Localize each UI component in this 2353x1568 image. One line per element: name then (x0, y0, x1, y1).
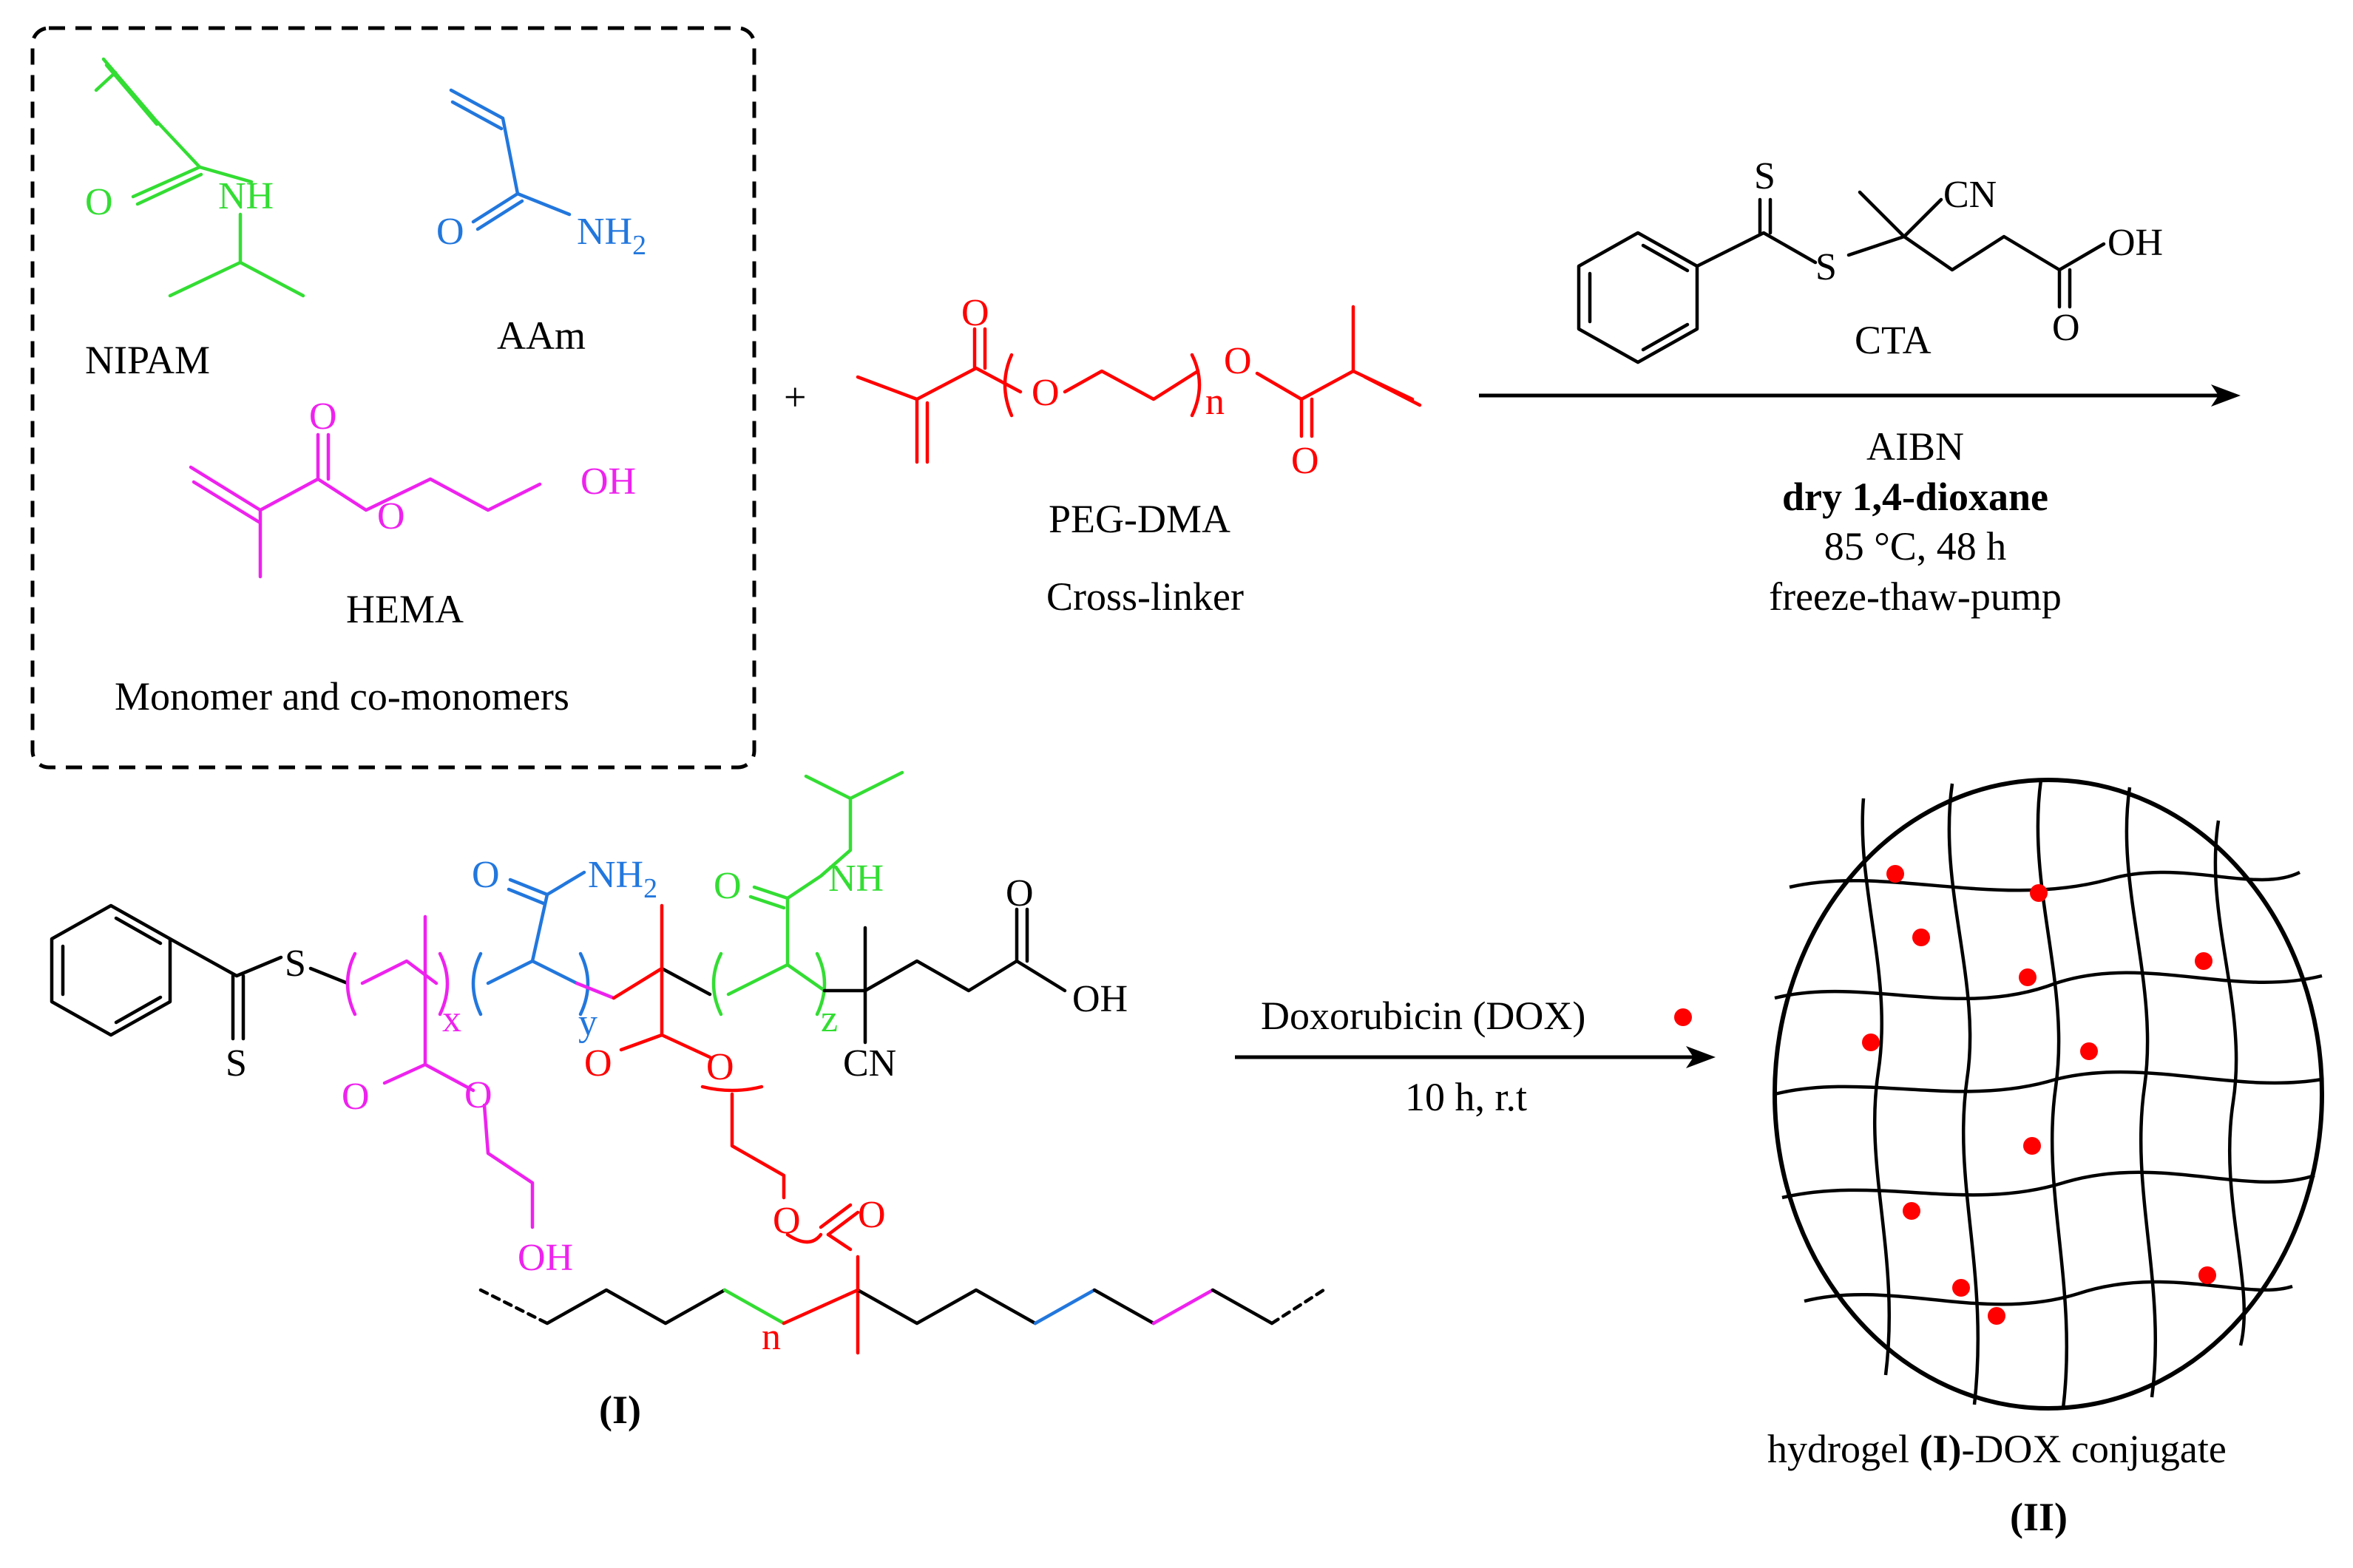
polymer-peg-o3: O (773, 1200, 801, 1242)
polymer-s1: S (285, 943, 306, 985)
aam-nh2: NH2 (577, 211, 646, 261)
aam-structure: O NH2 AAm (436, 88, 646, 358)
condition-aibn: AIBN (1866, 424, 1964, 469)
dox-dot (1912, 929, 1930, 946)
reaction-arrow-1 (1479, 384, 2241, 407)
pegdma-n: n (1205, 381, 1225, 423)
aam-name: AAm (497, 313, 586, 358)
dox-legend-dot (1674, 1008, 1692, 1026)
cta-s-top: S (1754, 155, 1775, 197)
reaction2-reagent: Doxorubicin (DOX) (1261, 994, 1585, 1038)
dox-dot (2030, 884, 2048, 902)
polymer-peg-o1: O (584, 1042, 612, 1085)
polymer-y: y (578, 1002, 597, 1044)
hydrogel-network (1773, 778, 2324, 1411)
pegdma-o-bottom: O (1291, 440, 1319, 482)
reaction2-conditions: 10 h, r.t (1405, 1075, 1527, 1119)
pegdma-structure: O O n O O PEG-DMA Cross-linker (856, 292, 1422, 619)
dox-dots (1862, 865, 2216, 1325)
condition-degassing: freeze-thaw-pump (1769, 574, 2062, 619)
polymer-aam-o: O (472, 854, 500, 896)
cta-o: O (2052, 307, 2080, 349)
polymer-hema-o2: O (464, 1074, 492, 1116)
dox-dot (1988, 1307, 2005, 1325)
nipam-structure: O NH NIPAM (85, 57, 305, 382)
dox-dot (2195, 952, 2213, 970)
pegdma-o-top: O (961, 292, 989, 334)
polymer-hema-o1: O (342, 1076, 370, 1118)
dox-dot (1952, 1279, 1970, 1297)
dox-dot (2198, 1266, 2216, 1284)
polymer-hema-oh: OH (518, 1237, 573, 1279)
nipam-o: O (85, 181, 113, 223)
polymer-nipam-o: O (714, 865, 742, 907)
polymer-s2: S (226, 1042, 247, 1085)
dox-dot (2019, 968, 2037, 986)
cta-label: CTA (1855, 318, 1932, 362)
polymer-acid-oh: OH (1072, 978, 1128, 1020)
hema-name: HEMA (346, 587, 464, 631)
polymer-acid-o: O (1006, 872, 1034, 914)
pegdma-role: Cross-linker (1046, 574, 1244, 619)
polymer-peg-o2: O (706, 1046, 734, 1088)
product-caption: hydrogel (I)-DOX conjugate (1767, 1427, 2227, 1471)
cta-cn: CN (1943, 174, 1997, 216)
polymer-label: (I) (599, 1388, 641, 1432)
monomer-box-caption: Monomer and co-monomers (115, 674, 569, 719)
pegdma-name: PEG-DMA (1049, 497, 1230, 541)
dox-dot (2080, 1042, 2098, 1060)
reaction-arrow-2 (1235, 1046, 1716, 1068)
cta-structure: S S CN OH O CTA (1577, 155, 2163, 364)
polymer-aam-nh2: NH2 (588, 854, 657, 904)
condition-solvent: dry 1,4-dioxane (1782, 475, 2048, 519)
cta-s: S (1815, 246, 1837, 288)
pegdma-o-right: O (1224, 340, 1252, 382)
condition-temperature-time: 85 °C, 48 h (1824, 524, 2007, 569)
polymer-structure: S S O O OH x O NH2 y (50, 770, 1326, 1432)
pegdma-o-chain: O (1032, 372, 1060, 414)
polymer-x: x (442, 998, 461, 1040)
monomer-box (30, 26, 756, 770)
dox-dot (1903, 1202, 1920, 1220)
product-label: (II) (2010, 1495, 2068, 1539)
hema-structure: O O OH HEMA (189, 396, 636, 631)
polymer-n: n (762, 1316, 781, 1358)
dox-dot (1886, 865, 1904, 883)
plus-sign: + (784, 375, 806, 419)
hema-o-ester: O (377, 495, 405, 537)
dox-dot (2023, 1137, 2041, 1155)
cta-oh: OH (2107, 222, 2163, 264)
polymer-z: z (821, 998, 838, 1040)
aam-o: O (436, 211, 464, 253)
reaction1-conditions: AIBN dry 1,4-dioxane 85 °C, 48 h freeze-… (1769, 424, 2062, 619)
nipam-nh: NH (218, 175, 274, 217)
polymer-nipam-nh: NH (828, 858, 884, 900)
hema-oh: OH (580, 461, 636, 503)
hema-o-carbonyl: O (309, 396, 337, 438)
polymer-cn: CN (843, 1042, 896, 1085)
dox-dot (1862, 1034, 1880, 1051)
nipam-name: NIPAM (85, 338, 210, 382)
polymer-peg-o4: O (858, 1194, 886, 1236)
